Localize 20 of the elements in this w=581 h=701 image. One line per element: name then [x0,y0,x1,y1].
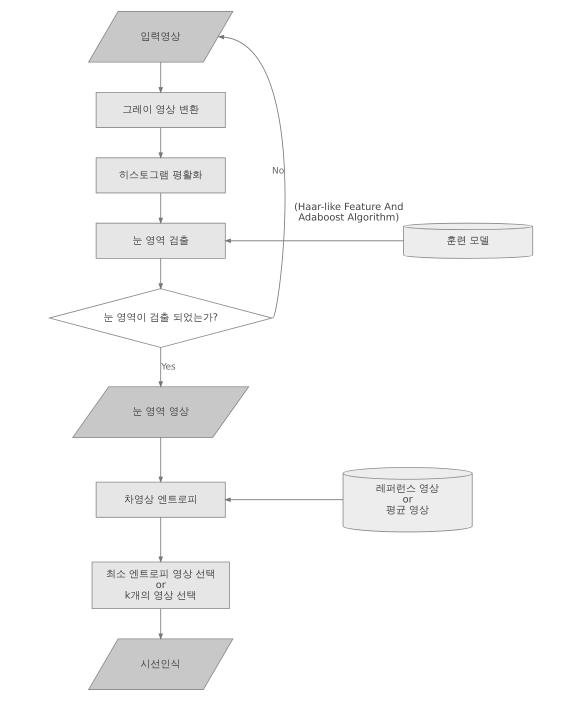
node-label: (Haar-like Feature And Adaboost Algorithm) [294,202,403,224]
node-box: 그레이 영상 변환 [95,92,226,128]
arrow [158,347,163,388]
arrow [158,127,163,159]
node-box: 히스토그램 평활화 [95,157,226,194]
node-box: 최소 엔트로피 영상 선택 or k개의 영상 선택 [91,562,230,610]
edge-label: Yes [160,362,176,372]
arrow [158,258,163,290]
arrow [217,34,285,318]
edge-label: No [272,166,284,176]
arrow [158,517,163,564]
arrow [224,497,343,502]
arrow [224,238,404,244]
arrow [158,192,163,224]
node-box: 눈 영역 검출 [95,222,226,259]
node-diamond: 눈 영역이 검출 되었는가? [47,288,274,348]
arrow [158,608,163,640]
arrow [158,62,163,94]
node-box: 차영상 엔트로피 [95,482,226,518]
arrow [158,437,163,484]
